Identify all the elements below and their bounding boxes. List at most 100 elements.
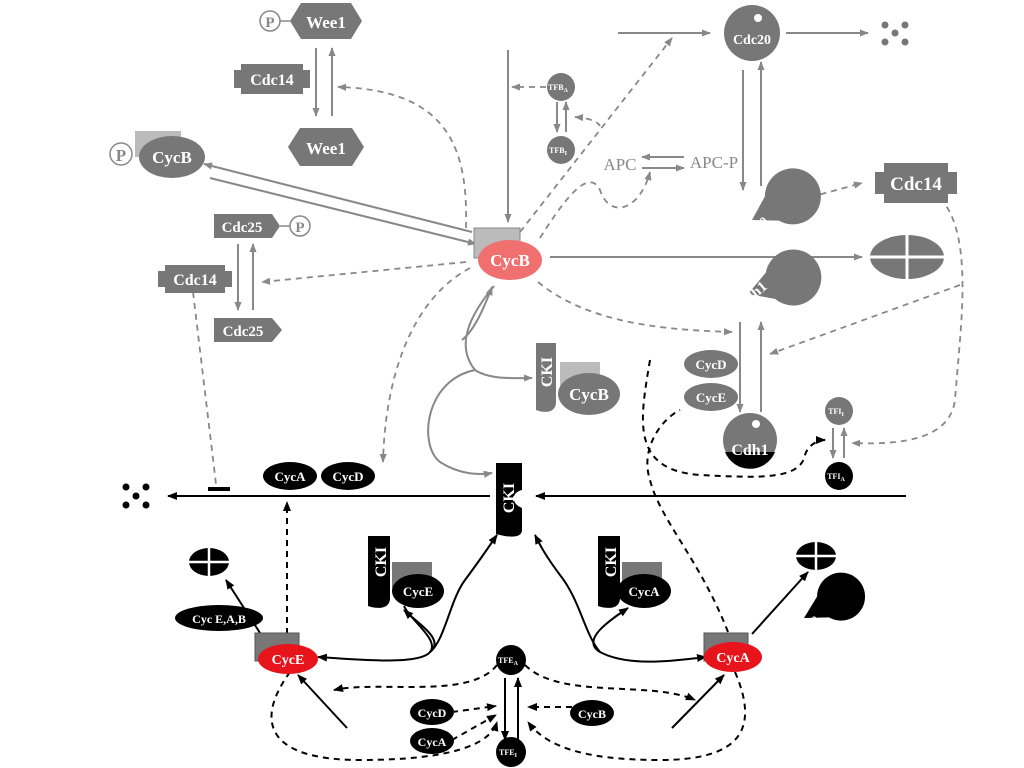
edge-tfe-to-cyce	[333, 664, 498, 693]
node-wee1-p: P Wee1	[259, 3, 362, 39]
cki-cyce-cyc-label: CycE	[403, 584, 433, 599]
cdc25-shape	[214, 318, 282, 342]
dot	[142, 483, 150, 491]
edge-cycb-activates-apc	[539, 171, 652, 239]
divided-cell-grey-icon	[870, 235, 944, 279]
tfe-a-label: TFEA	[498, 656, 519, 667]
cycd-bottom-ellipse	[410, 699, 454, 725]
cdc20-black-dot	[796, 598, 804, 606]
apc-p-label: APC-P	[690, 153, 738, 172]
node-cdc25: Cdc25	[214, 318, 282, 342]
edge-cyca-activates-tfe-loop	[527, 671, 747, 762]
edge-to-tfb	[574, 113, 601, 127]
node-cki-center: CKI	[496, 463, 522, 537]
cki-cyce-ellipse	[392, 574, 444, 608]
node-cdc20-active: Cdc20	[736, 168, 821, 245]
cdc14-right-body	[884, 163, 948, 203]
cycb-center-ellipse	[478, 240, 542, 280]
edge-cdc14-inhibits	[192, 291, 217, 485]
cki-cyce-cki-label: CKI	[373, 547, 390, 577]
edge-cyce-to-ckicyce	[403, 609, 436, 653]
cyca-black-label: CycA	[274, 469, 306, 484]
edge-cycb-to-ckicycb	[464, 285, 533, 382]
edge-cyca-to-ckicyca	[592, 607, 629, 653]
cki-cyca-cyc-label: CycA	[628, 584, 660, 599]
edge-to-cki-from-cyce	[429, 534, 498, 653]
node-cycb-bottom: CycB	[570, 700, 614, 726]
cycb-center-label: CycB	[490, 251, 530, 270]
cyc-eab-ellipse	[175, 605, 263, 631]
cki-center-shape	[496, 463, 522, 537]
node-cdc14-left: Cdc14	[158, 265, 232, 293]
cdc20-black-pacman	[804, 572, 865, 621]
node-tfe-a: TFEA	[496, 645, 526, 675]
node-cdc25-p: Cdc25 P	[214, 214, 311, 238]
black-edges	[167, 359, 906, 762]
cdh1-base	[725, 452, 775, 469]
cyce-red-label: CycE	[272, 653, 305, 668]
node-wee1: Wee1	[288, 128, 364, 166]
cki-cyce-cki-shape	[368, 536, 390, 608]
dot	[881, 38, 889, 46]
wee1-hexagon	[288, 128, 364, 166]
edge-cycb-activates-cdc25	[261, 261, 467, 285]
edge-to-cki-from-cyca	[534, 534, 601, 653]
cycd-bottom-label: CycD	[418, 706, 447, 720]
cycb-p-ellipse	[139, 136, 205, 178]
cdc14-right-tab	[220, 271, 232, 287]
phospho-label: P	[116, 146, 126, 165]
node-cki-cycb: CKI CycB	[536, 343, 620, 415]
cdc20-active-dot	[744, 196, 752, 204]
node-cycd-black: CycD	[321, 462, 375, 490]
dot	[891, 29, 899, 37]
node-cdc20-top: Cdc20	[724, 5, 780, 61]
cki-cycb-ellipse	[558, 373, 620, 415]
node-tfe-i: TFEI	[496, 737, 526, 767]
node-cki-cyca: CKI CycA	[598, 536, 671, 608]
cdc14-right-right-tab	[945, 172, 957, 194]
cdh1-dot	[752, 420, 760, 428]
cdc14-left-body	[165, 265, 225, 293]
apc-label: APC	[603, 155, 636, 174]
tfb-i-label: TFBI	[549, 146, 568, 157]
cdc25-p-label: Cdc25	[222, 220, 263, 236]
cdc20-active-pacman	[752, 168, 821, 225]
cycb-p-label: CycB	[152, 148, 192, 167]
cyca-black-ellipse	[263, 462, 317, 490]
tfi-a-circle	[825, 462, 853, 490]
edge-ckicycb-to-cki	[427, 369, 493, 478]
cycd-black-label: CycD	[332, 469, 363, 484]
tfe-a-circle	[496, 645, 526, 675]
cki-cycb-cyc-label: CycB	[569, 385, 609, 404]
cki-cyca-cki-shape	[598, 536, 620, 608]
cdc14-top-label: Cdc14	[250, 72, 294, 89]
cdc14-left-label: Cdc14	[173, 272, 217, 289]
dot	[142, 501, 150, 509]
edge-cyce-synthesis	[297, 674, 348, 729]
node-cyce-red: CycE	[254, 632, 318, 674]
cki-center-label: CKI	[501, 483, 518, 513]
edge-cyca-synthesis	[671, 674, 725, 729]
dot	[901, 38, 909, 46]
node-tfi-i: TFII	[825, 397, 853, 425]
cki-cycb-cki-label: CKI	[539, 357, 556, 387]
tfi-i-label: TFII	[828, 407, 844, 418]
node-cyce-grey: CycE	[684, 383, 738, 411]
cycd-black-ellipse	[321, 462, 375, 490]
edge-cyca-degradation	[751, 571, 809, 635]
phospho-circle	[109, 142, 133, 166]
cycb-bottom-ellipse	[570, 700, 614, 726]
cdc20-black-label: Cdc20	[793, 614, 821, 640]
cyc-eab-label: Cyc E,A,B	[192, 612, 246, 626]
tfb-a-label: TFBA	[548, 83, 569, 94]
phospho-circle	[289, 215, 311, 237]
dot	[132, 492, 140, 500]
node-cdh1: Cdh1	[723, 413, 777, 469]
edge-cyca-inhibits-tfi	[641, 359, 826, 478]
wee1-p-label: Wee1	[306, 13, 346, 32]
phospho-label: P	[265, 15, 274, 31]
cyca-red-ellipse	[704, 642, 762, 672]
edge-cycd-activates-tfe	[451, 703, 497, 713]
cycd-grey-ellipse	[684, 350, 738, 378]
cdc14-top-body	[241, 64, 303, 94]
